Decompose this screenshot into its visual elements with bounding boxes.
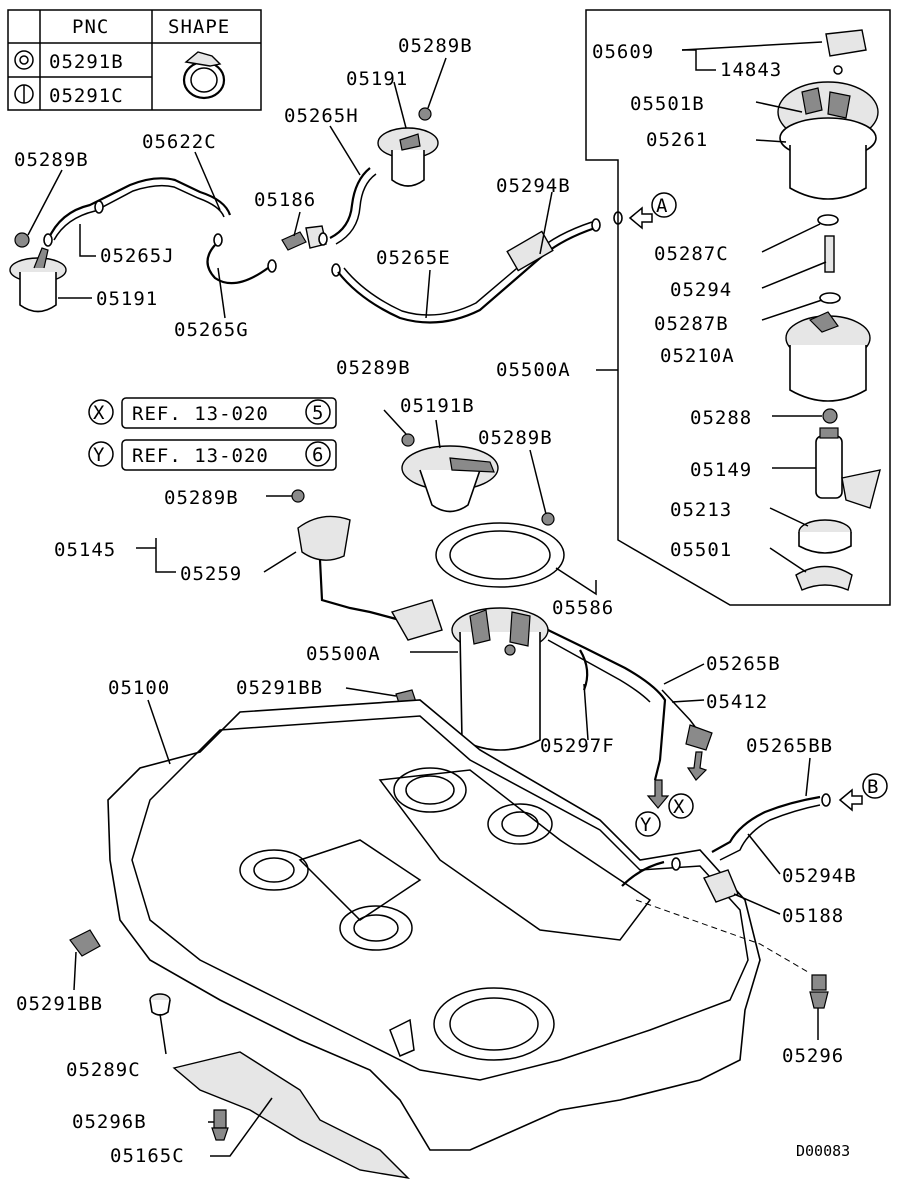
label-05294B-top: 05294B <box>496 175 571 197</box>
label-05259: 05259 <box>180 563 242 585</box>
label-05609: 05609 <box>592 41 654 63</box>
reference-x: X REF. 13-020 5 <box>88 397 337 429</box>
label-05296B: 05296B <box>72 1111 147 1133</box>
label-05188: 05188 <box>782 905 844 927</box>
label-05165C: 05165C <box>110 1145 185 1167</box>
label-05294B-right: 05294B <box>782 865 857 887</box>
label-05289B-left: 05289B <box>14 149 89 171</box>
filler-hose-assembly: B <box>621 773 888 1009</box>
reference-x-text: REF. 13-020 <box>132 403 269 425</box>
label-14843: 14843 <box>720 59 782 81</box>
connector-b: B <box>867 776 879 798</box>
label-05265H: 05265H <box>284 105 359 127</box>
diagram-code: D00083 <box>796 1142 850 1160</box>
label-05501B: 05501B <box>630 93 705 115</box>
label-05149: 05149 <box>690 459 752 481</box>
double-circle-symbol-icon <box>14 50 34 70</box>
label-05145: 05145 <box>54 539 116 561</box>
fuel-pump-module-detail-box <box>585 9 891 606</box>
fuel-tank <box>107 699 761 1151</box>
label-05261: 05261 <box>646 129 708 151</box>
leader-lines <box>27 41 827 1157</box>
label-05289C: 05289C <box>66 1059 141 1081</box>
connector-a: A <box>656 195 668 217</box>
label-05501: 05501 <box>670 539 732 561</box>
connector-y: Y <box>640 814 652 836</box>
reference-y-text: REF. 13-020 <box>132 445 269 467</box>
hose-clamp-shape-icon <box>182 51 226 100</box>
label-05287B: 05287B <box>654 313 729 335</box>
reference-y: Y REF. 13-020 6 <box>88 439 337 471</box>
circle-bar-symbol-icon <box>14 84 34 104</box>
label-05186: 05186 <box>254 189 316 211</box>
reference-y-marker: Y <box>93 444 105 466</box>
label-05500A: 05500A <box>306 643 381 665</box>
label-05294: 05294 <box>670 279 732 301</box>
label-05287C: 05287C <box>654 243 729 265</box>
label-05265B: 05265B <box>706 653 781 675</box>
label-05191B: 05191B <box>400 395 475 417</box>
label-05289B-top: 05289B <box>398 35 473 57</box>
label-05291BB-left: 05291BB <box>16 993 103 1015</box>
legend-pnc-1: 05291B <box>49 51 124 73</box>
label-05265BB: 05265BB <box>746 735 833 757</box>
label-05289B-right: 05289B <box>478 427 553 449</box>
legend-header-shape: SHAPE <box>168 16 230 38</box>
reference-x-marker: X <box>93 402 105 424</box>
reference-y-num: 6 <box>312 444 324 466</box>
label-05500A-box: 05500A <box>496 359 571 381</box>
label-05100: 05100 <box>108 677 170 699</box>
legend-header-pnc: PNC <box>72 16 109 38</box>
label-05297F: 05297F <box>540 735 615 757</box>
label-05265E: 05265E <box>376 247 451 269</box>
label-05622C: 05622C <box>142 131 217 153</box>
label-05289B-mid: 05289B <box>336 357 411 379</box>
label-05291BB-top: 05291BB <box>236 677 323 699</box>
sender-and-pump-assembly: Y X <box>291 433 713 837</box>
label-05191-left: 05191 <box>96 288 158 310</box>
legend-pnc-2: 05291C <box>49 85 124 107</box>
label-05210A: 05210A <box>660 345 735 367</box>
label-05288: 05288 <box>690 407 752 429</box>
label-05213: 05213 <box>670 499 732 521</box>
label-05191-top: 05191 <box>346 68 408 90</box>
connector-x: X <box>673 796 685 818</box>
reference-x-num: 5 <box>312 402 324 424</box>
label-05412: 05412 <box>706 691 768 713</box>
label-05296: 05296 <box>782 1045 844 1067</box>
bottom-left-parts <box>69 929 411 1180</box>
pnc-legend-table: PNC SHAPE 05291B 05291C <box>7 9 262 111</box>
label-05265G: 05265G <box>174 319 249 341</box>
label-05586: 05586 <box>552 597 614 619</box>
label-05289B-pump: 05289B <box>164 487 239 509</box>
vapor-hose-assembly: A <box>9 107 677 324</box>
label-05265J: 05265J <box>100 245 175 267</box>
part-labels: 05289B 05191 05265H 05622C 05289B 05186 … <box>14 35 857 1167</box>
